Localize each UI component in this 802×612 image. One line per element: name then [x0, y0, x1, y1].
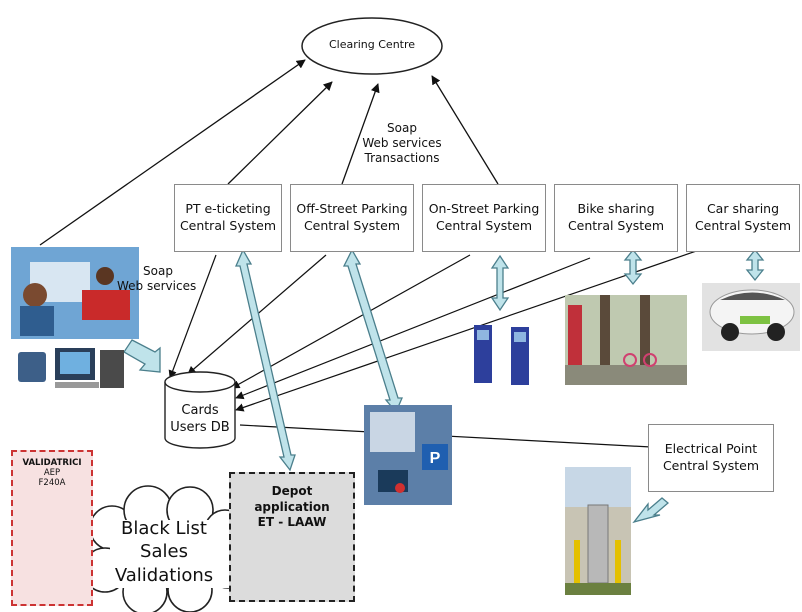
charging-station-photo	[565, 467, 631, 595]
office-users-photo	[11, 247, 139, 339]
parking-meters-photo	[474, 325, 529, 385]
svg-text:P: P	[430, 450, 441, 467]
parking-machine-photo: P	[364, 405, 452, 505]
cyan-double-arrows	[123, 248, 765, 524]
cards-users-db-cylinder	[164, 371, 236, 449]
clearing-centre-arrows	[39, 59, 499, 246]
clearing-centre-ellipse	[301, 17, 443, 75]
bike-sharing-photo	[565, 295, 687, 385]
electric-car-photo	[702, 283, 800, 351]
pc-equipment-photo	[18, 348, 124, 388]
validator-box: VALIDATRICI AEP F240A	[11, 450, 93, 606]
clearing-centre-label: Clearing Centre	[328, 38, 416, 51]
